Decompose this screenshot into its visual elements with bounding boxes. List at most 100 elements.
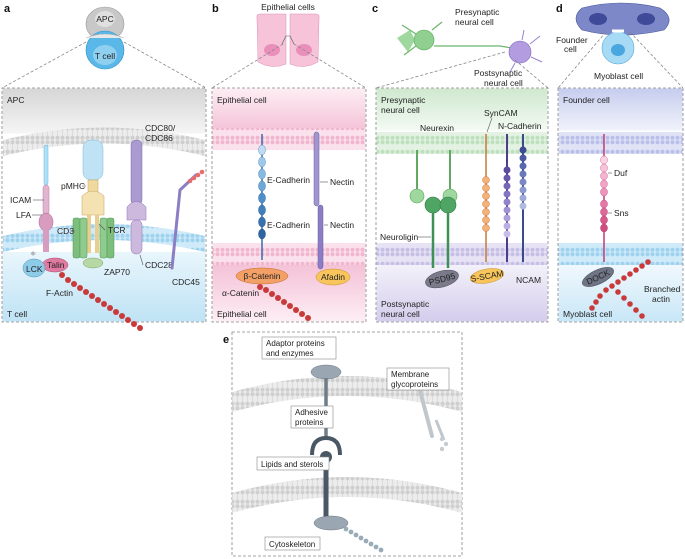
tcr-label: TCR bbox=[108, 225, 125, 235]
epithelial-membrane-bottom bbox=[212, 243, 366, 265]
panel-c-frame bbox=[375, 87, 549, 323]
e-cadherin-label-1: E-Cadherin bbox=[267, 175, 310, 185]
beta-catenin-blob bbox=[235, 267, 289, 285]
cdc28-label: CDC28 bbox=[145, 260, 173, 270]
panel-b: b Epithelial cells Epithelial cell Epith… bbox=[211, 2, 367, 323]
pmhc-tcr-complex bbox=[72, 139, 115, 269]
apc-cytoplasm bbox=[2, 88, 206, 134]
n-cadherin-label: N-Cadherin bbox=[498, 121, 542, 131]
panel-c-region-bottom-2: neural cell bbox=[381, 309, 420, 319]
adhesive-label-box: Adhesive proteins bbox=[290, 405, 334, 429]
adhesive-label-1: Adhesive bbox=[295, 408, 328, 417]
adhesive-label-2: proteins bbox=[295, 418, 323, 427]
lck-label: LCK bbox=[26, 264, 43, 274]
branched-label-1: Branched bbox=[644, 284, 681, 294]
cytoskeleton-label-box: Cytoskeleton bbox=[264, 536, 321, 551]
neurexin-neuroligin bbox=[409, 150, 458, 268]
talin-lck-group: ⚛ bbox=[22, 250, 69, 278]
factin-filament bbox=[59, 272, 143, 331]
branched-label-2: actin bbox=[652, 294, 670, 304]
syncam-label: SynCAM bbox=[484, 108, 518, 118]
psd95-blob bbox=[425, 269, 459, 289]
panel-b-region-top: Epithelial cell bbox=[217, 95, 267, 105]
ncam-chain bbox=[519, 134, 527, 262]
presynaptic-top-2: neural cell bbox=[455, 17, 494, 27]
glycoprotein bbox=[417, 385, 449, 452]
epithelial-cells-icon bbox=[256, 13, 320, 67]
talin-label: Talin bbox=[47, 260, 65, 270]
panel-c-region-bottom-1: Postsynaptic bbox=[381, 299, 430, 309]
e-cadherin-chain bbox=[258, 134, 266, 260]
cdc80-cdc28-molecule bbox=[126, 139, 147, 255]
lfa-label: LFA bbox=[16, 210, 31, 220]
beta-catenin-label: β-Catenin bbox=[243, 271, 280, 281]
panel-d-region-top: Founder cell bbox=[563, 95, 610, 105]
neurons-icon bbox=[397, 21, 543, 73]
presynaptic-membrane bbox=[376, 132, 548, 154]
alpha-catenin-label: α-Catenin bbox=[222, 288, 259, 298]
sscam-blob bbox=[469, 268, 505, 284]
panel-a-frame bbox=[1, 87, 207, 323]
panel-a-region-bottom: T cell bbox=[7, 309, 27, 319]
nectin-label-2: Nectin bbox=[330, 220, 354, 230]
cd3-label: CD3 bbox=[57, 226, 74, 236]
panel-e: e Adaptor bbox=[223, 331, 463, 557]
zoom-line-left bbox=[1, 41, 87, 89]
branched-actin bbox=[589, 259, 651, 319]
epithelial-actin bbox=[257, 284, 311, 321]
cdc86-label: CDC86 bbox=[145, 133, 173, 143]
apc-cell-label: APC bbox=[96, 14, 113, 24]
syncam-chain bbox=[482, 134, 490, 262]
adaptor-label-1: Adaptor proteins bbox=[266, 339, 325, 348]
dock-blob bbox=[582, 267, 614, 287]
sns-label: Sns bbox=[614, 208, 629, 218]
panel-c-region-top-1: Presynaptic bbox=[381, 95, 426, 105]
ncam-label: NCAM bbox=[516, 275, 541, 285]
neurexin-label: Neurexin bbox=[420, 123, 454, 133]
panel-e-membrane-bottom bbox=[232, 477, 462, 513]
adaptor-label-box: Adaptor proteins and enzymes bbox=[261, 336, 337, 360]
panel-c-region-top-2: neural cell bbox=[381, 105, 420, 115]
cdc45-molecule bbox=[170, 169, 205, 270]
icam-lfa-molecule bbox=[38, 144, 54, 252]
adaptor-label-2: and enzymes bbox=[266, 349, 314, 358]
panel-c: c Presynaptic neural cell Postsynaptic n… bbox=[372, 3, 549, 323]
duf-label: Duf bbox=[614, 168, 628, 178]
cdc45-label: CDC45 bbox=[172, 277, 200, 287]
tcell-cell-label: T cell bbox=[95, 51, 115, 61]
founder-top-1: Founder bbox=[556, 35, 588, 45]
afadin-blob bbox=[315, 268, 351, 286]
panel-c-letter: c bbox=[372, 3, 378, 15]
lipids-label-box: Lipids and sterols bbox=[256, 456, 330, 471]
membrane-glyco-box: Membrane glycoproteins bbox=[386, 367, 450, 391]
panel-d-frame bbox=[557, 87, 684, 323]
e-cadherin-label-2: E-Cadherin bbox=[267, 220, 310, 230]
panel-b-letter: b bbox=[212, 3, 219, 15]
pmhc-label: pMHC bbox=[61, 181, 85, 191]
apc-tcell-icon bbox=[85, 6, 125, 70]
myoblast-membrane bbox=[558, 243, 683, 265]
panel-b-region-bottom: Epithelial cell bbox=[217, 309, 267, 319]
membrane-label-1: Membrane bbox=[391, 370, 430, 379]
panel-a-region-top: APC bbox=[7, 95, 24, 105]
postsynaptic-top-2: neural cell bbox=[484, 78, 523, 88]
epithelial-membrane-top bbox=[212, 128, 366, 150]
panel-a: a APC T cell APC T cell ICAM LFA bbox=[1, 3, 207, 331]
panel-b-frame bbox=[211, 87, 367, 323]
postsynaptic-membrane bbox=[376, 243, 548, 265]
epithelial-cells-title: Epithelial cells bbox=[261, 2, 315, 12]
n-cadherin-chain bbox=[503, 134, 511, 262]
icam-label: ICAM bbox=[10, 195, 31, 205]
zap70-label: ZAP70 bbox=[104, 267, 130, 277]
adhesive-complex bbox=[310, 364, 384, 553]
founder-membrane bbox=[558, 132, 683, 154]
svg-text:⚛: ⚛ bbox=[30, 250, 36, 258]
founder-top-2: cell bbox=[564, 44, 577, 54]
panel-d: d Founder cell Myoblast cell Founder cel… bbox=[556, 2, 684, 323]
duf-sns-chain bbox=[600, 134, 608, 262]
neuroligin-label: Neuroligin bbox=[380, 232, 419, 242]
zoom-line-right bbox=[123, 41, 207, 89]
founder-myoblast-icon bbox=[575, 2, 670, 65]
afadin-label: Afadin bbox=[321, 272, 345, 282]
